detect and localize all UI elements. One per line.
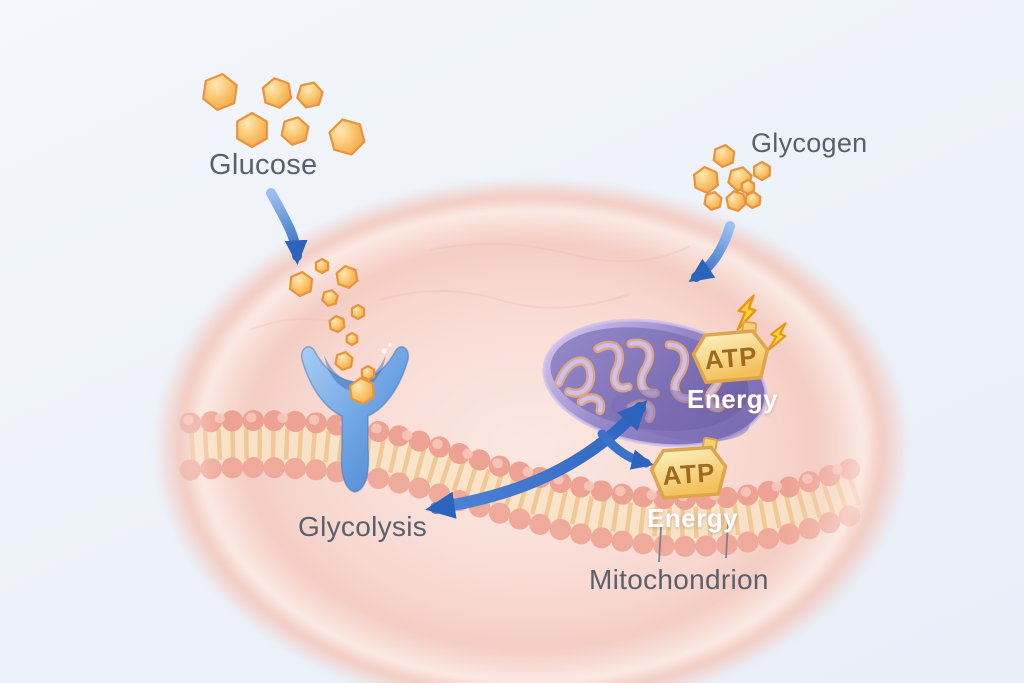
lipid-tails bbox=[188, 427, 864, 538]
glycogen-breakdown-arrow bbox=[688, 221, 735, 283]
lightning-bolt-icon bbox=[766, 322, 787, 352]
glycolysis-mitochondrion-arrow bbox=[425, 399, 648, 519]
energy-label-top: Energy bbox=[687, 384, 779, 414]
glucose-molecules bbox=[202, 72, 367, 158]
cytoplasm-texture bbox=[249, 242, 691, 331]
atp-label-bottom: ATP bbox=[661, 457, 716, 491]
label-leader-lines bbox=[658, 521, 729, 563]
energy-label-bottom: Energy bbox=[647, 503, 739, 533]
atp-output-arrow bbox=[597, 429, 654, 470]
atp-badge-bottom: ATP bbox=[649, 436, 728, 500]
glycolysis-label: Glycolysis bbox=[298, 511, 428, 542]
lipid-heads-top-highlight bbox=[183, 412, 861, 502]
glucose-label: Glucose bbox=[209, 149, 318, 181]
glucose-uptake-arrow bbox=[266, 188, 308, 266]
atp-badge-top: ATP bbox=[691, 320, 770, 385]
lightning-bolt-icon bbox=[736, 294, 757, 331]
receptor-sparkle bbox=[381, 348, 387, 354]
glycogen-label: Glycogen bbox=[751, 128, 868, 158]
lipid-heads-bottom bbox=[179, 456, 869, 557]
atp-label-top: ATP bbox=[703, 341, 758, 376]
flow-arrows bbox=[266, 188, 735, 519]
mitochondrion-label: Mitochondrion bbox=[589, 564, 769, 595]
